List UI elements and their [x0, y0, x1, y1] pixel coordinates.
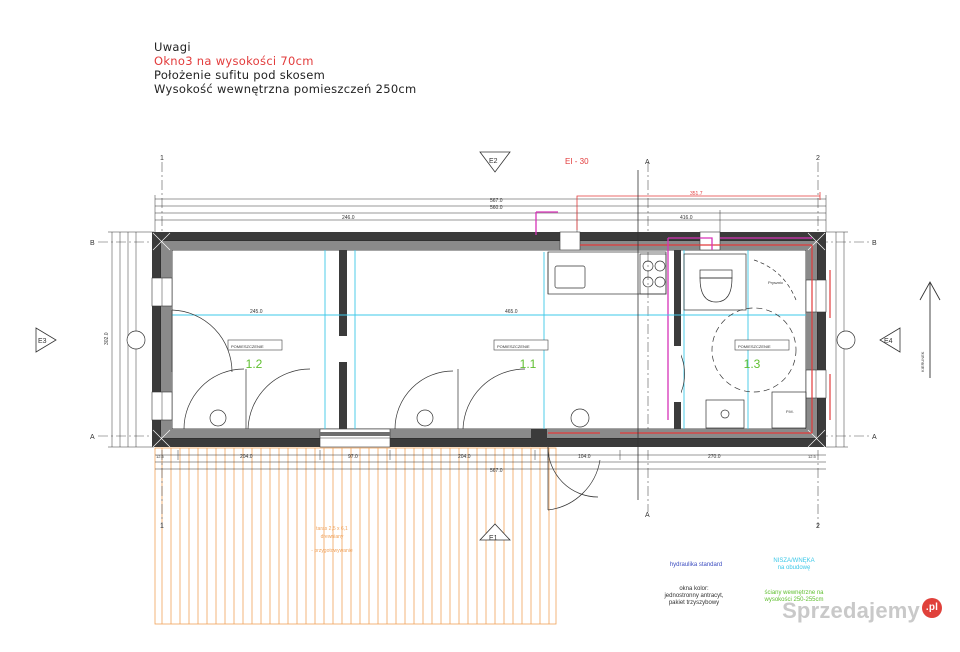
dim-bottom-seg3: 204.0 [458, 454, 471, 460]
legend-cyan-1: NISZA/WNĘKA [773, 558, 815, 564]
exterior-walls [152, 232, 826, 447]
deck-label-2: drewniany [321, 534, 344, 540]
interior-wall-labels [339, 336, 681, 402]
pm-label: P.M. [786, 409, 794, 414]
legend-green-1: ściany wewnętrzne na [764, 590, 824, 596]
watermark-logo: Sprzedajemy.pl [782, 598, 942, 624]
dim-overall-top-inner: 560.0 [490, 205, 503, 211]
legend-hydraulics: hydraulika standard [656, 562, 736, 569]
elevation-e3: E3 [38, 338, 47, 345]
room-tags [227, 339, 790, 351]
axis-label-col-left: 1 [160, 155, 164, 162]
axis-label-row-b-left: B [90, 240, 95, 247]
elevation-markers [35, 151, 901, 541]
elevation-e2: E2 [489, 158, 498, 165]
dim-width-room11: 465.0 [505, 309, 518, 315]
legend-windows-3: pakiet trzyszybowy [668, 600, 720, 606]
axis-label-row-a-left: A [90, 434, 95, 441]
legend-green: ściany wewnętrzne na wysokości 250-255cm [752, 590, 836, 604]
dim-bottom-seg5: 270.0 [708, 454, 721, 460]
axis-label-col-left-bottom: 1 [160, 523, 164, 530]
cyan-lines [172, 250, 806, 429]
dim-bottom-seg1: 204.0 [240, 454, 253, 460]
room-tag-1-2: POMIESZCZENIE [231, 344, 264, 349]
dimension-lines-top [154, 195, 827, 232]
dim-top-seg2: 416.0 [680, 215, 693, 221]
fire-rating-label: EI - 30 [565, 157, 589, 166]
wall-inner-lines [160, 240, 818, 439]
axis-label-row-b-right: B [872, 240, 877, 247]
kitchen-counter [547, 251, 667, 295]
watermark-pl-badge: .pl [922, 598, 942, 618]
room-tag-1-1: POMIESZCZENIE [497, 344, 530, 349]
dim-overall-top: 567.0 [490, 198, 503, 204]
dim-bottom-small1: 12.5 [156, 454, 165, 459]
legend-windows-2: jednostronny antracyt, [664, 593, 724, 599]
terrace-door-frame [320, 432, 390, 436]
dim-red-seg: 351.7 [690, 191, 703, 197]
notes-block: Uwagi Okno3 na wysokości 70cm Położenie … [154, 40, 417, 96]
room-number-1-3: 1.3 [744, 357, 761, 371]
notes-ceiling: Położenie sufitu pod skosem [154, 68, 326, 82]
dim-bottom-seg4: 104.0 [578, 454, 591, 460]
legend-windows: okna kolor: jednostronny antracyt, pakie… [652, 586, 736, 607]
sensor-circles [126, 330, 856, 428]
legend-green-2: wysokości 250-255cm [764, 597, 824, 603]
dim-bottom-small2: 12.5 [808, 454, 817, 459]
deck-label-1: taras 2,5 x 6,1 [316, 526, 348, 532]
dim-bottom-seg2: 97.0 [348, 454, 358, 460]
room-tag-1-3: POMIESZCZENIE [738, 344, 771, 349]
legend-windows-1: okna kolor: [679, 586, 709, 592]
notes-room-height: Wysokość wewnętrzna pomieszczeń 250cm [154, 82, 417, 96]
notes-window-height: Okno3 na wysokości 70cm [154, 54, 314, 68]
bathroom-fixtures [683, 253, 807, 429]
legend-cyan: NISZA/WNĘKA na obudowę [752, 558, 836, 572]
room-number-1-2: 1.2 [246, 357, 263, 371]
window-glazing [161, 278, 817, 439]
axis-label-section-top: A [645, 159, 650, 166]
north-arrow-label: KIERUNEK [920, 351, 925, 372]
wall-insulation [161, 241, 817, 438]
red-dimension [576, 192, 821, 230]
red-lines [548, 244, 831, 434]
elevation-e1: E1 [489, 535, 498, 542]
dim-overall-bottom: 567.0 [490, 468, 503, 474]
deck-label-3: - przygotowywanie [311, 548, 353, 554]
dimension-lines-bottom [155, 450, 826, 470]
dim-left-height: 302.0 [104, 332, 110, 345]
interior-walls [339, 250, 681, 447]
room-number-1-1: 1.1 [520, 357, 537, 371]
notes-title: Uwagi [154, 40, 191, 54]
shower-label: Prysznic [768, 280, 783, 285]
dim-width-room12: 245.0 [250, 309, 263, 315]
axis-label-col-right-bottom: 2 [816, 523, 820, 530]
dim-top-seg1: 246.0 [342, 215, 355, 221]
axis-label-row-a-right: A [872, 434, 877, 441]
elevation-e4: E4 [884, 338, 893, 345]
windows [151, 231, 827, 448]
axis-label-section-bottom: A [645, 512, 650, 519]
axis-label-col-right: 2 [816, 155, 820, 162]
north-arrow-icon [919, 281, 941, 378]
magenta-partitions [535, 211, 812, 420]
legend-hydraulics-text: hydraulika standard [669, 562, 723, 568]
legend-cyan-2: na obudowę [777, 565, 811, 571]
